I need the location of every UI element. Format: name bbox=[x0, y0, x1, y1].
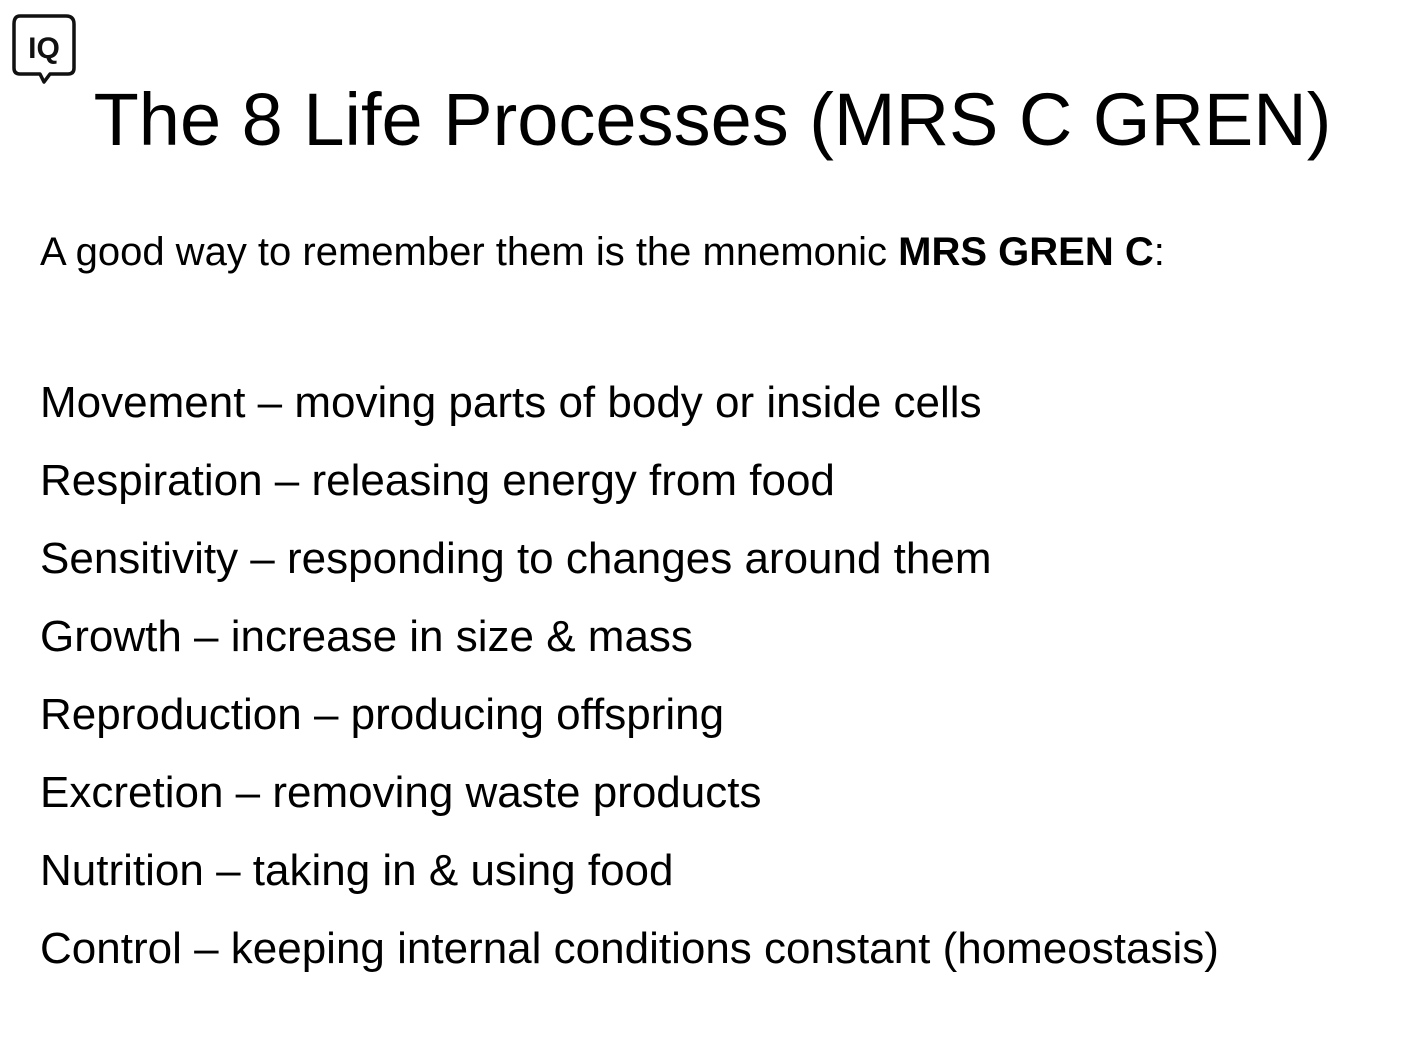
process-description: releasing energy from food bbox=[311, 456, 835, 505]
intro-text: A good way to remember them is the mnemo… bbox=[40, 226, 1165, 278]
process-name: Sensitivity bbox=[40, 534, 239, 583]
list-item: Respiration – releasing energy from food bbox=[40, 442, 1219, 520]
list-item: Reproduction – producing offspring bbox=[40, 676, 1219, 754]
separator: – bbox=[245, 378, 295, 427]
intro-lead: A good way to remember them is the mnemo… bbox=[40, 230, 899, 274]
separator: – bbox=[181, 924, 231, 973]
process-name: Reproduction bbox=[40, 690, 302, 739]
process-name: Respiration bbox=[40, 456, 263, 505]
separator: – bbox=[238, 534, 287, 583]
process-name: Excretion bbox=[40, 768, 224, 817]
list-item: Control – keeping internal conditions co… bbox=[40, 910, 1219, 988]
process-name: Movement bbox=[40, 378, 246, 427]
process-name: Nutrition bbox=[40, 846, 204, 895]
list-item: Movement – moving parts of body or insid… bbox=[40, 364, 1219, 442]
process-name: Growth bbox=[40, 612, 182, 661]
process-list: Movement – moving parts of body or insid… bbox=[40, 364, 1219, 988]
page-title: The 8 Life Processes (MRS C GREN) bbox=[93, 78, 1332, 161]
speech-bubble-icon: IQ bbox=[12, 14, 76, 84]
separator: – bbox=[301, 690, 351, 739]
logo-text: IQ bbox=[28, 32, 60, 65]
list-item: Nutrition – taking in & using food bbox=[40, 832, 1219, 910]
list-item: Excretion – removing waste products bbox=[40, 754, 1219, 832]
process-name: Control bbox=[40, 924, 182, 973]
process-description: taking in & using food bbox=[252, 846, 674, 895]
separator: – bbox=[262, 456, 312, 505]
process-description: removing waste products bbox=[272, 768, 762, 817]
list-item: Growth – increase in size & mass bbox=[40, 598, 1219, 676]
mnemonic: MRS GREN C bbox=[898, 230, 1154, 274]
process-description: moving parts of body or inside cells bbox=[294, 378, 982, 427]
list-item: Sensitivity – responding to changes arou… bbox=[40, 520, 1219, 598]
process-description: producing offspring bbox=[350, 690, 725, 739]
process-description: responding to changes around them bbox=[287, 534, 992, 583]
process-description: keeping internal conditions constant (ho… bbox=[230, 924, 1219, 973]
separator: – bbox=[203, 846, 253, 895]
separator: – bbox=[223, 768, 273, 817]
separator: – bbox=[181, 612, 231, 661]
process-description: increase in size & mass bbox=[230, 612, 693, 661]
intro-suffix: : bbox=[1153, 230, 1165, 274]
iq-logo: IQ bbox=[12, 14, 76, 86]
